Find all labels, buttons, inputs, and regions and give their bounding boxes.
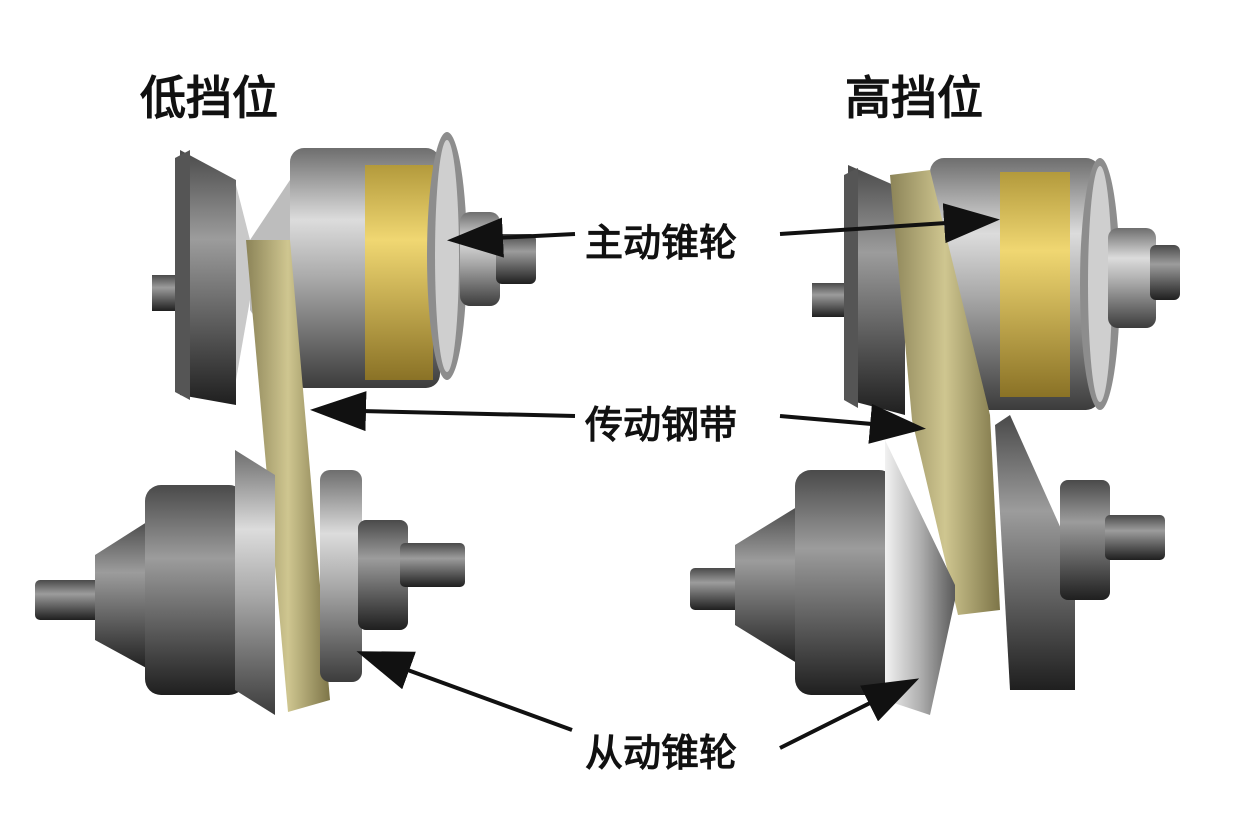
annotation-arrows bbox=[310, 203, 1000, 750]
drive-pulley-label: 主动锥轮 bbox=[585, 221, 738, 265]
high-steel-belt bbox=[890, 170, 1000, 615]
high-gear-assembly bbox=[690, 158, 1180, 715]
arrow-driven-right bbox=[779, 678, 920, 750]
arrow-belt-left bbox=[310, 391, 576, 432]
high-drive-pulley bbox=[812, 158, 1180, 415]
arrow-drive-left bbox=[447, 217, 576, 258]
low-steel-belt bbox=[246, 240, 330, 712]
arrow-driven-left bbox=[356, 651, 573, 732]
arrow-belt-right bbox=[779, 403, 926, 444]
low-gear-title: 低挡位 bbox=[140, 71, 278, 125]
low-drive-pulley bbox=[152, 132, 536, 405]
arrow-drive-right bbox=[779, 203, 1000, 244]
high-driven-pulley bbox=[690, 415, 1165, 715]
driven-pulley-label: 从动锥轮 bbox=[585, 731, 738, 775]
low-driven-pulley bbox=[35, 450, 465, 715]
high-gear-title: 高挡位 bbox=[845, 71, 983, 125]
low-gear-assembly bbox=[35, 132, 536, 715]
steel-belt-label: 传动钢带 bbox=[585, 403, 738, 447]
